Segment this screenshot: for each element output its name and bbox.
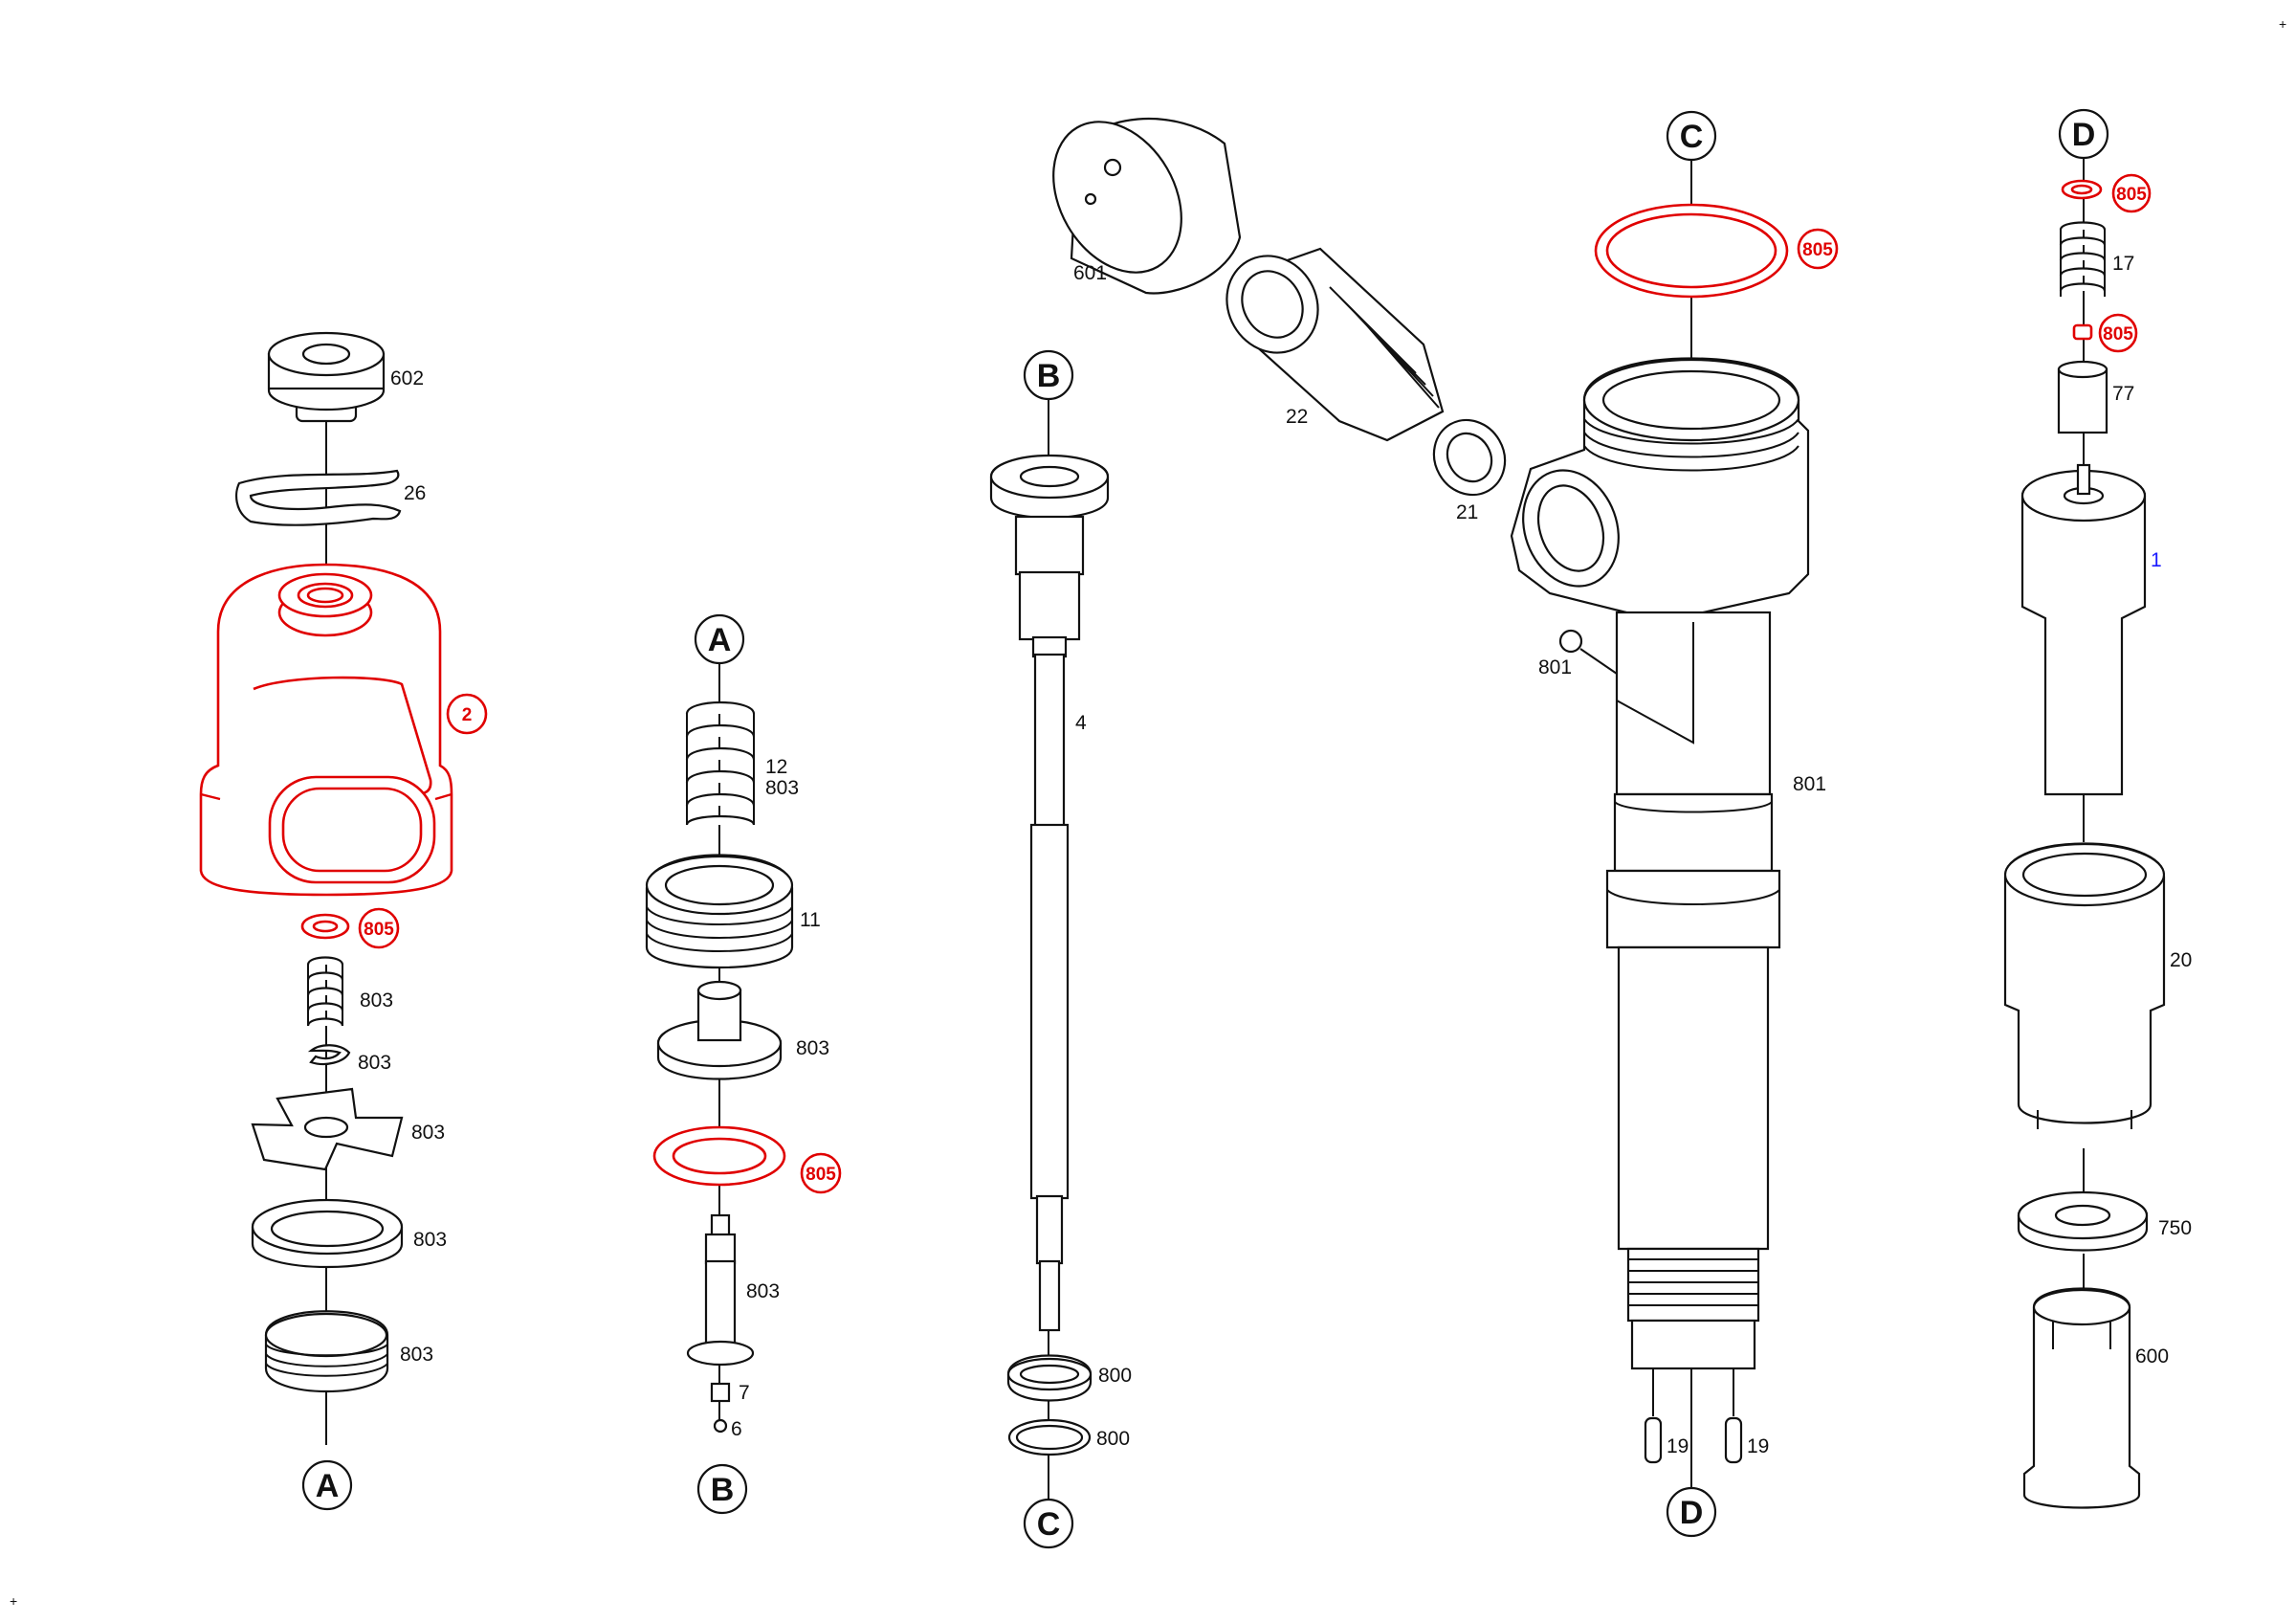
corner-mark-top-right: + — [2279, 16, 2286, 32]
part-803-valveplate[interactable] — [656, 980, 783, 1080]
label-803-a3: 803 — [411, 1122, 445, 1144]
part-801-ball[interactable] — [1558, 629, 1583, 654]
part-803-snapring-a[interactable] — [307, 1044, 351, 1066]
connector-C-bottom[interactable] — [1023, 1498, 1074, 1549]
label-21: 21 — [1456, 501, 1478, 523]
label-20: 20 — [2170, 949, 2192, 971]
label-803-a4: 803 — [413, 1229, 447, 1251]
part-19-right[interactable] — [1724, 1416, 1743, 1464]
part-601-cap[interactable] — [1027, 99, 1242, 295]
label-805-d2: 805 — [2103, 324, 2133, 345]
column-1-parts: 602 26 2 805 803 — [199, 331, 488, 1511]
part-805-ring-b[interactable] — [652, 1125, 786, 1187]
label-12: 12 — [765, 756, 787, 778]
connector-B-top-label: B — [1037, 358, 1061, 394]
part-600-sleeve[interactable] — [2022, 1287, 2141, 1509]
column-2-parts: A 12 803 11 803 805 — [645, 613, 842, 1515]
label-800-1: 800 — [1098, 1365, 1132, 1387]
part-20-retaining-nut[interactable] — [2003, 842, 2166, 1130]
part-26-clip[interactable] — [235, 469, 402, 526]
part-22-fitting[interactable] — [1209, 239, 1445, 442]
label-803-b1: 803 — [765, 777, 799, 799]
label-805-a: 805 — [364, 920, 394, 940]
connector-D-bottom-label: D — [1680, 1495, 1704, 1531]
part-805-washer-a[interactable] — [300, 913, 350, 940]
part-805-washer-d1[interactable] — [2061, 179, 2103, 200]
part-803-pin[interactable] — [686, 1213, 755, 1367]
part-4-stem[interactable] — [989, 454, 1110, 1332]
part-800-ring-1[interactable] — [1006, 1354, 1093, 1402]
callout-2[interactable] — [446, 693, 488, 735]
label-750: 750 — [2158, 1217, 2192, 1239]
callout-805-b[interactable] — [800, 1152, 842, 1194]
label-19-left: 19 — [1667, 1435, 1689, 1457]
connector-B-bottom[interactable] — [696, 1463, 748, 1515]
callout-805-d1[interactable] — [2111, 173, 2152, 213]
label-803-a5: 803 — [400, 1344, 433, 1366]
label-17: 17 — [2112, 253, 2134, 275]
part-6-ball[interactable] — [713, 1418, 728, 1434]
connector-B-top[interactable] — [1023, 349, 1074, 401]
label-22: 22 — [1286, 406, 1308, 428]
label-803-a2: 803 — [358, 1052, 391, 1074]
callout-805-a[interactable] — [358, 907, 400, 949]
label-26: 26 — [404, 482, 426, 504]
part-7[interactable] — [710, 1382, 731, 1403]
label-11: 11 — [800, 909, 821, 931]
part-19-left[interactable] — [1644, 1416, 1663, 1464]
connector-D-bottom[interactable] — [1666, 1486, 1717, 1538]
label-801-body: 801 — [1793, 773, 1826, 795]
connector-A-top[interactable] — [694, 613, 745, 665]
part-800-ring-2[interactable] — [1007, 1418, 1092, 1456]
label-7: 7 — [739, 1382, 750, 1404]
part-803-spring-a[interactable] — [306, 956, 344, 1027]
callout-805-d2[interactable] — [2098, 313, 2138, 353]
label-600: 600 — [2135, 1345, 2169, 1367]
part-21-washer[interactable] — [1421, 407, 1518, 507]
label-4: 4 — [1075, 712, 1087, 734]
label-1: 1 — [2151, 549, 2162, 571]
part-803-thread-a[interactable] — [264, 1310, 389, 1393]
corner-mark-bottom-left: + — [10, 1593, 17, 1609]
label-803-a1: 803 — [360, 989, 393, 1012]
part-2-housing[interactable] — [199, 563, 453, 897]
column-5-parts: D 805 17 805 77 1 — [2003, 108, 2192, 1509]
label-801-ball: 801 — [1538, 656, 1572, 678]
part-17-spring[interactable] — [2059, 221, 2107, 298]
label-803-b3: 803 — [746, 1280, 780, 1302]
part-11-sleeve[interactable] — [645, 854, 794, 969]
label-2: 2 — [462, 705, 473, 725]
label-803-b2: 803 — [796, 1037, 829, 1059]
label-805-c: 805 — [1802, 240, 1833, 260]
label-6: 6 — [731, 1418, 742, 1440]
part-1-nozzle[interactable] — [2020, 463, 2147, 796]
part-12-spring[interactable] — [685, 700, 756, 826]
label-19-right: 19 — [1747, 1435, 1769, 1457]
part-602-cap[interactable] — [267, 331, 386, 423]
label-800-2: 800 — [1096, 1428, 1130, 1450]
label-805-b: 805 — [806, 1165, 836, 1185]
part-77-sleeve[interactable] — [2057, 360, 2108, 434]
connector-C-bottom-label: C — [1037, 1506, 1061, 1543]
connector-B-bottom-label: B — [711, 1472, 735, 1508]
part-803-ring-a[interactable] — [251, 1198, 404, 1268]
label-601: 601 — [1073, 262, 1107, 284]
connector-A-bottom-label: A — [316, 1468, 340, 1504]
column-3-parts: B 4 800 800 C — [989, 349, 1132, 1549]
column-4-parts: 601 22 21 C 805 — [1027, 99, 1839, 1538]
callout-805-c[interactable] — [1797, 228, 1839, 270]
connector-D-top-label: D — [2072, 117, 2096, 153]
label-805-d1: 805 — [2116, 185, 2147, 205]
label-77: 77 — [2112, 383, 2134, 405]
connector-A-top-label: A — [708, 622, 732, 658]
connector-C-top-label: C — [1680, 119, 1704, 155]
part-801-body[interactable] — [1508, 357, 1810, 1370]
part-750-washer[interactable] — [2017, 1190, 2149, 1252]
label-602: 602 — [390, 367, 424, 389]
connector-A-bottom[interactable] — [301, 1459, 353, 1511]
part-805-ring-c[interactable] — [1594, 203, 1789, 299]
part-803-plate-a[interactable] — [251, 1087, 404, 1171]
part-805-d2[interactable] — [2072, 323, 2093, 341]
